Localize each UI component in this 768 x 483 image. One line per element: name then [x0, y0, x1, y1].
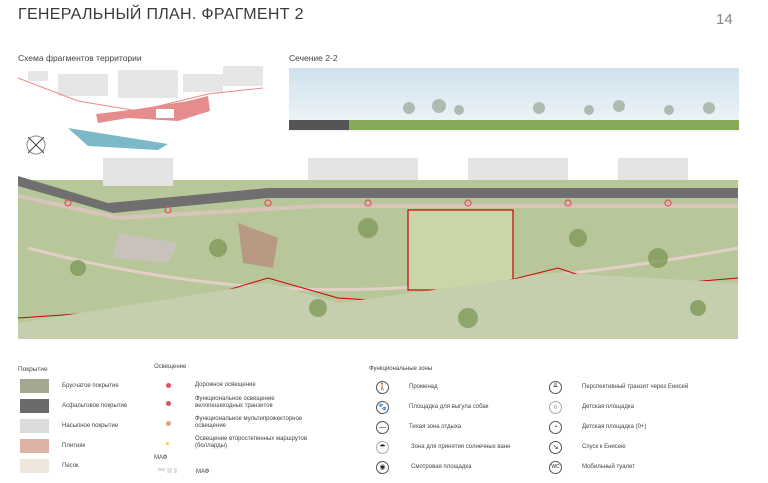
legend-label: Брусчатое покрытие — [62, 382, 119, 389]
legend-item: 🚶 Променад — [376, 377, 510, 397]
toilet-icon: WC — [549, 460, 562, 474]
legend-label: Спуск к Енисею — [582, 443, 626, 450]
zones-title: Функциональные зоны — [369, 366, 433, 372]
maf-icon — [158, 468, 177, 473]
legend-item: Функциональное освещение велопешеходных … — [166, 393, 316, 413]
zones-col2: ╨ Перспективный транзит через Енисей ○ Дет… — [549, 377, 688, 477]
umbrella-icon: ☂ — [376, 440, 389, 454]
path-light-icon — [166, 400, 171, 406]
bench-icon: — — [376, 420, 389, 434]
bollard-light-icon — [166, 441, 169, 445]
legend-item: ○ Детская площадка — [549, 397, 688, 417]
page-number: 14 — [716, 11, 733, 28]
legend-item: Освещение второстепенных маршрутов (болл… — [166, 433, 316, 453]
legend-item: Асфальтовое покрытие — [20, 396, 127, 416]
section-drawing — [289, 68, 739, 132]
scheme-label: Схема фрагментов территории — [18, 53, 142, 63]
legend-label: Освещение второстепенных маршрутов (болл… — [195, 436, 308, 449]
surface-legend: Брусчатое покрытие Асфальтовое покрытие … — [20, 376, 127, 476]
walker-icon: 🚶 — [376, 380, 389, 394]
legend-label: Функциональное мультипрожекторное освеще… — [195, 416, 303, 429]
legend-item: Насыпное покрытие — [20, 416, 127, 436]
projector-light-icon — [166, 420, 171, 426]
legend-label: Насыпное покрытие — [62, 422, 119, 429]
binoculars-icon: ◉ — [376, 460, 389, 474]
legend-item: ◔ Детская площадка (0+) — [549, 417, 688, 437]
legend-label: Дорожное освещение — [195, 381, 256, 388]
scheme-map — [18, 66, 263, 155]
paw-icon: 🐾 — [376, 400, 389, 414]
legend-item: 🐾 Площадка для выгула собак — [376, 397, 510, 417]
legend-item: — Тихая зона отдыха — [376, 417, 510, 437]
road-light-icon — [166, 382, 171, 388]
legend-label: Променад — [409, 383, 438, 390]
legend-item: WC Мобильный туалет — [549, 457, 688, 477]
playground-icon: ○ — [549, 400, 562, 414]
legend-item: ☂ Зона для принятия солнечных ванн — [376, 437, 510, 457]
legend-label: Мобильный туалет — [582, 463, 635, 470]
page-title: ГЕНЕРАЛЬНЫЙ ПЛАН. ФРАГМЕНТ 2 — [18, 6, 304, 23]
legend-item: Песок — [20, 456, 127, 476]
legend-label: Перспективный транзит через Енисей — [582, 383, 689, 390]
legend-item: ◉ Смотровая площадка — [376, 457, 510, 477]
lighting-legend: Дорожное освещение Функциональное освеще… — [166, 377, 316, 453]
bridge-icon: ╨ — [549, 380, 562, 394]
swatch-sand — [20, 459, 49, 473]
legend-item: Дорожное освещение — [166, 377, 316, 393]
legend-label: Детская площадка — [582, 403, 634, 410]
legend-label: Детская площадка (0+) — [582, 423, 647, 430]
legend-label: Зона для принятия солнечных ванн — [411, 443, 511, 450]
maf-label: МАФ — [196, 469, 210, 475]
baby-playground-icon: ◔ — [549, 420, 562, 434]
surface-title: Покрытие — [18, 366, 48, 373]
swatch-gravel — [20, 419, 49, 433]
legend-label: Площадка для выгула собак — [409, 403, 489, 410]
legend-item: Брусчатое покрытие — [20, 376, 127, 396]
legend-label: Плитняк — [62, 442, 86, 449]
section-label: Сечение 2-2 — [289, 53, 338, 63]
legend-label: Тихая зона отдыха — [409, 423, 462, 430]
compass-icon — [26, 135, 46, 155]
legend-label: Смотровая площадка — [411, 463, 472, 470]
swatch-flagstone — [20, 439, 49, 453]
zones-col1: 🚶 Променад 🐾 Площадка для выгула собак — Ти… — [376, 377, 510, 477]
legend-item: ↘ Спуск к Енисею — [549, 437, 688, 457]
legend-item: ╨ Перспективный транзит через Енисей — [549, 377, 688, 397]
master-plan-map — [18, 158, 738, 339]
stairs-icon: ↘ — [549, 440, 562, 454]
lighting-title: Освещение — [154, 364, 187, 370]
swatch-asphalt — [20, 399, 49, 413]
legend-label: Песок — [62, 462, 79, 469]
swatch-paving — [20, 379, 49, 393]
legend-label: Функциональное освещение велопешеходных … — [195, 396, 275, 409]
legend-item: Функциональное мультипрожекторное освеще… — [166, 413, 316, 433]
maf-title: МАФ — [154, 455, 168, 461]
legend-item: Плитняк — [20, 436, 127, 456]
legend-label: Асфальтовое покрытие — [62, 402, 128, 409]
